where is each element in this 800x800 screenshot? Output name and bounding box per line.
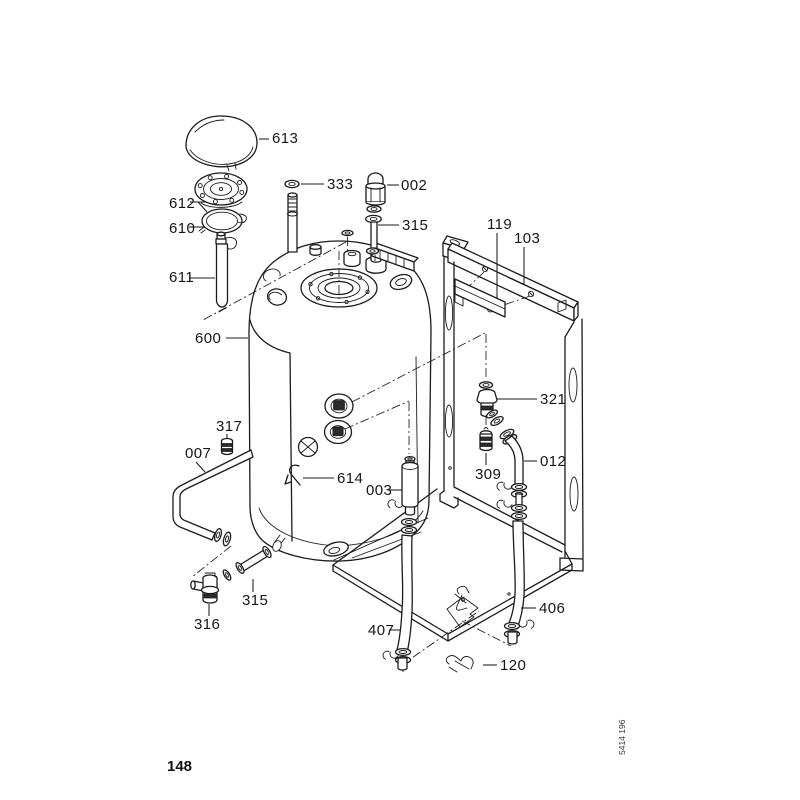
callout-406: 406 <box>539 600 565 617</box>
clip-120-lower <box>445 655 474 673</box>
ring-333 <box>284 179 300 189</box>
heater-boss-upper <box>324 393 354 419</box>
callout-120: 120 <box>500 657 526 674</box>
page-number: 148 <box>167 758 192 775</box>
callout-610: 610 <box>169 220 195 237</box>
flange-bolt-holes <box>308 271 370 305</box>
callout-012: 012 <box>540 453 566 470</box>
rail-103 <box>447 242 579 322</box>
plug-317 <box>220 437 234 456</box>
callout-315-top: 315 <box>402 217 428 234</box>
callout-119: 119 <box>487 216 512 233</box>
callout-003: 003 <box>366 482 392 499</box>
hose-012 <box>499 428 528 499</box>
callout-315-bottom: 315 <box>242 592 268 609</box>
hose-407 <box>394 517 418 671</box>
callout-613: 613 <box>272 130 298 147</box>
callout-612: 612 <box>169 195 195 212</box>
mounting-frame <box>439 235 584 572</box>
cartridge-003 <box>401 455 419 516</box>
callout-103: 103 <box>514 230 540 247</box>
gasket-610 <box>198 208 247 234</box>
leader-lines <box>189 138 537 666</box>
clip-120-upper <box>454 585 470 611</box>
callout-333: 333 <box>327 176 353 193</box>
flange-612 <box>194 172 248 208</box>
callout-316: 316 <box>194 616 220 633</box>
fitting-321 <box>476 381 504 427</box>
fitting-309 <box>479 427 493 452</box>
callout-317: 317 <box>216 418 242 435</box>
bracket-119 <box>454 265 535 318</box>
callout-007: 007 <box>185 445 211 462</box>
valve-002 <box>365 172 386 261</box>
callout-407: 407 <box>368 622 394 639</box>
tube-315-bottom <box>222 545 272 581</box>
callout-002: 002 <box>401 177 427 194</box>
callouts: 613 333 002 612 610 315 119 103 611 600 … <box>169 130 566 674</box>
pipe-007 <box>172 449 254 547</box>
tank-600 <box>248 229 432 562</box>
clip-614 <box>284 464 301 486</box>
callout-600: 600 <box>195 330 221 347</box>
spring-clips <box>382 481 535 660</box>
hose-406 <box>503 493 528 645</box>
drain-valve-316 <box>190 572 220 604</box>
heater-boss-lower <box>323 419 353 445</box>
callout-321: 321 <box>540 391 566 408</box>
anode-611 <box>215 231 237 313</box>
drain-wheel <box>297 436 319 458</box>
callout-614: 614 <box>337 470 363 487</box>
cap-613 <box>185 115 258 172</box>
dip-pipe <box>287 192 298 253</box>
callout-309: 309 <box>475 466 501 483</box>
drawing-reference: 5414 196 <box>617 719 627 755</box>
callout-611: 611 <box>169 269 194 286</box>
